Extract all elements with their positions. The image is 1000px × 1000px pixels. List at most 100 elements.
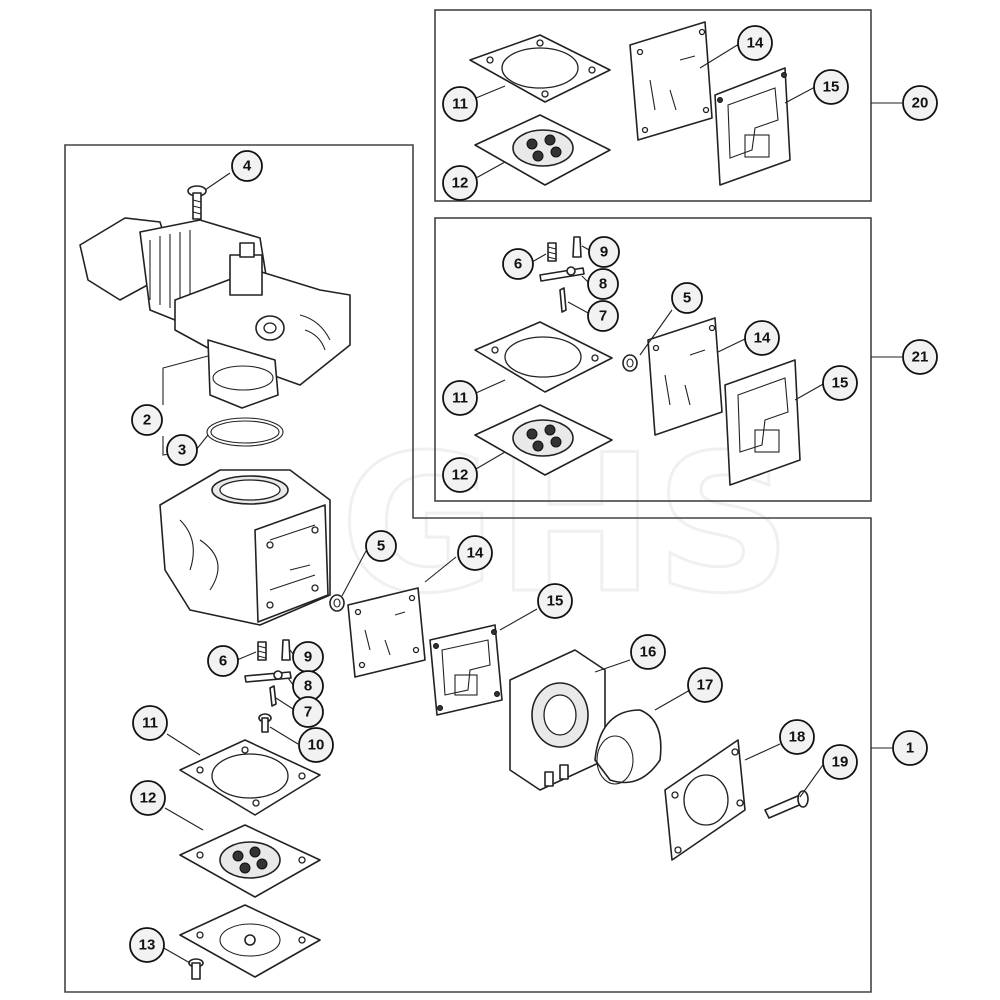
- callout-16: 16: [630, 634, 666, 670]
- callout-3: 3: [166, 434, 198, 466]
- callout-15-kit21: 15: [822, 365, 858, 401]
- callout-label: 14: [747, 35, 764, 52]
- callout-11-main: 11: [132, 705, 168, 741]
- callout-label: 15: [832, 375, 849, 392]
- check-valve-part-5: [329, 594, 345, 612]
- callout-label: 21: [912, 349, 929, 366]
- callout-15-main: 15: [537, 583, 573, 619]
- check-valve-part-5-kit21: [622, 354, 638, 372]
- callout-label: 16: [640, 644, 657, 661]
- spring-part-6-kit21: [547, 242, 557, 262]
- diaphragm-part-15-main: [429, 624, 503, 716]
- callout-12-main: 12: [130, 780, 166, 816]
- callout-10: 10: [298, 727, 334, 763]
- callout-label: 20: [912, 95, 929, 112]
- callout-label: 8: [304, 678, 312, 695]
- callout-label: 12: [140, 790, 157, 807]
- kit-21-frame: [434, 217, 872, 502]
- diaphragm-part-12-kit21: [474, 404, 613, 476]
- callout-label: 8: [599, 276, 607, 293]
- kit-20-frame: [434, 9, 872, 202]
- pin-part-7-main: [269, 685, 277, 707]
- diaphragm-part-15-kit20: [714, 67, 791, 186]
- needle-part-9-main: [281, 639, 291, 661]
- callout-6-main: 6: [207, 645, 239, 677]
- pump-cover-part-16: [509, 649, 606, 791]
- lever-part-8-kit21: [539, 266, 585, 282]
- screw-part-10: [258, 713, 272, 733]
- callout-14-main: 14: [457, 535, 493, 571]
- retainer-plate-part-18: [664, 739, 746, 861]
- gasket-part-11-kit21: [474, 321, 613, 393]
- callout-1: 1: [892, 730, 928, 766]
- callout-label: 5: [377, 538, 385, 555]
- callout-20: 20: [902, 85, 938, 121]
- callout-9-main: 9: [292, 641, 324, 673]
- callout-4: 4: [231, 150, 263, 182]
- callout-label: 14: [467, 545, 484, 562]
- callout-label: 19: [832, 754, 849, 771]
- callout-label: 7: [304, 704, 312, 721]
- callout-label: 11: [452, 96, 468, 113]
- callout-label: 4: [243, 158, 252, 175]
- gasket-part-14-kit21: [647, 317, 723, 436]
- callout-14-kit21: 14: [744, 320, 780, 356]
- pin-part-7-kit21: [559, 287, 567, 313]
- callout-7-kit21: 7: [587, 300, 619, 332]
- gasket-part-14-main: [347, 587, 426, 678]
- callout-label: 14: [754, 330, 771, 347]
- spring-part-6-main: [257, 641, 267, 661]
- callout-11-kit20: 11: [442, 86, 478, 122]
- screw-part-4: [187, 185, 207, 220]
- diaphragm-part-15-kit21: [724, 359, 801, 486]
- callout-label: 15: [823, 79, 840, 96]
- callout-label: 17: [697, 677, 714, 694]
- callout-label: 12: [452, 467, 469, 484]
- callout-9-kit21: 9: [588, 236, 620, 268]
- needle-part-9-kit21: [572, 236, 582, 258]
- callout-8-kit21: 8: [587, 268, 619, 300]
- primer-bulb-part-17: [594, 709, 662, 785]
- callout-label: 9: [600, 244, 608, 261]
- gasket-part-11-main: [179, 739, 321, 816]
- gasket-part-14-kit20: [629, 21, 713, 141]
- callout-21: 21: [902, 339, 938, 375]
- callout-label: 7: [599, 308, 607, 325]
- callout-label: 3: [178, 442, 186, 459]
- callout-11-kit21: 11: [442, 380, 478, 416]
- callout-label: 18: [789, 729, 806, 746]
- callout-5-main: 5: [365, 530, 397, 562]
- callout-12-kit21: 12: [442, 457, 478, 493]
- callout-label: 11: [142, 715, 158, 732]
- callout-label: 13: [139, 937, 156, 954]
- screw-part-19: [764, 790, 809, 819]
- o-ring-part-3: [206, 417, 284, 447]
- callout-label: 11: [452, 390, 468, 407]
- callout-label: 6: [219, 653, 227, 670]
- lever-part-8-main: [244, 670, 292, 683]
- diaphragm-part-12-main: [179, 824, 321, 898]
- callout-label: 6: [514, 256, 522, 273]
- callout-label: 15: [547, 593, 564, 610]
- callout-14-kit20: 14: [737, 25, 773, 61]
- callout-label: 1: [906, 740, 914, 757]
- carburetor-housing-part: [159, 469, 331, 626]
- callout-15-kit20: 15: [813, 69, 849, 105]
- callout-label: 5: [683, 290, 691, 307]
- cover-plate-part-13: [179, 904, 321, 980]
- callout-7-main: 7: [292, 696, 324, 728]
- callout-17: 17: [687, 667, 723, 703]
- callout-19: 19: [822, 744, 858, 780]
- callout-6-kit21: 6: [502, 248, 534, 280]
- diaphragm-part-12-kit20: [474, 114, 611, 186]
- gasket-part-11-kit20: [469, 34, 611, 103]
- callout-5-kit21: 5: [671, 282, 703, 314]
- callout-2: 2: [131, 404, 163, 436]
- callout-13: 13: [129, 927, 165, 963]
- carburetor-body-part: [79, 217, 351, 409]
- callout-label: 10: [308, 737, 325, 754]
- callout-12-kit20: 12: [442, 165, 478, 201]
- callout-18: 18: [779, 719, 815, 755]
- leader-lines: [161, 43, 902, 964]
